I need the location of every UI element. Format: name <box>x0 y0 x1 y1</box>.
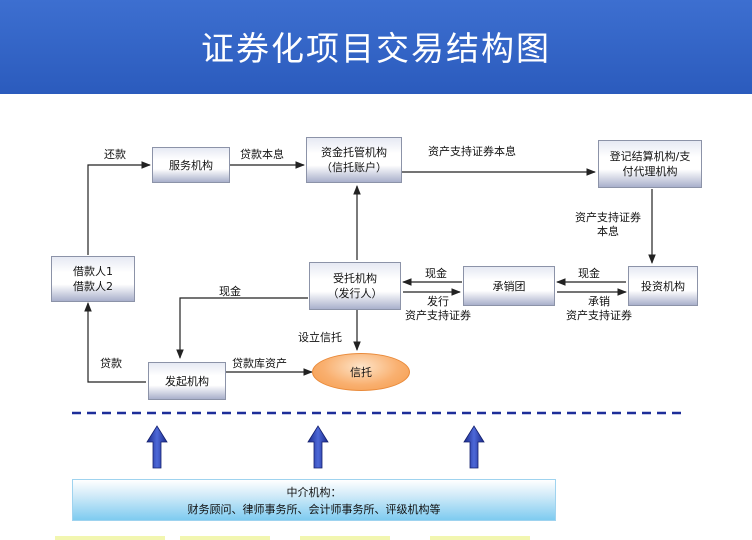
arrow-repay <box>87 161 151 255</box>
footer-strip <box>430 536 530 540</box>
label-cash-mid: 现金 <box>425 267 447 280</box>
node-investor: 投资机构 <box>628 266 698 306</box>
footer-strip <box>180 536 270 540</box>
node-trustee-issuer: 受托机构 （发行人） <box>309 262 401 310</box>
node-fund-custodian: 资金托管机构 （信托账户） <box>306 137 402 183</box>
label-loan-assets: 贷款库资产 <box>232 357 287 370</box>
up-arrow-icon <box>463 425 485 469</box>
arrow-cash-left <box>176 297 308 359</box>
label-loan: 贷款 <box>100 357 122 370</box>
label-underwrite: 承销 资产支持证券 <box>566 295 632 322</box>
node-service-institution: 服务机构 <box>152 147 230 183</box>
label-cash-right: 现金 <box>578 267 600 280</box>
node-originator: 发起机构 <box>148 362 226 400</box>
title-banner: 证券化项目交易结构图 <box>0 0 752 94</box>
label-cash-left: 现金 <box>219 285 241 298</box>
up-arrow-icon <box>146 425 168 469</box>
intermediary-banner <box>72 479 556 521</box>
up-arrow-icon <box>307 425 329 469</box>
label-abs-principal-interest: 资产支持证券本息 <box>428 145 516 158</box>
footer-strip <box>300 536 390 540</box>
arrow-loan <box>84 302 146 383</box>
intermediary-title: 中介机构： <box>286 486 342 499</box>
label-abs-principal-interest-down: 资产支持证券 本息 <box>575 211 641 238</box>
node-underwriting-syndicate: 承销团 <box>463 266 555 306</box>
page-title: 证券化项目交易结构图 <box>201 29 551 68</box>
label-repay: 还款 <box>104 148 126 161</box>
footer-strip <box>55 536 165 540</box>
label-principal-interest: 贷款本息 <box>240 148 284 161</box>
node-registrar-paying-agent: 登记结算机构/支 付代理机构 <box>598 140 702 188</box>
node-trust: 信托 <box>312 353 410 391</box>
node-borrowers: 借款人1 借款人2 <box>51 256 135 302</box>
intermediary-members: 财务顾问、律师事务所、会计师事务所、评级机构等 <box>187 503 441 516</box>
label-issue: 发行 资产支持证券 <box>405 295 471 322</box>
label-set-trust: 设立信托 <box>298 331 342 344</box>
